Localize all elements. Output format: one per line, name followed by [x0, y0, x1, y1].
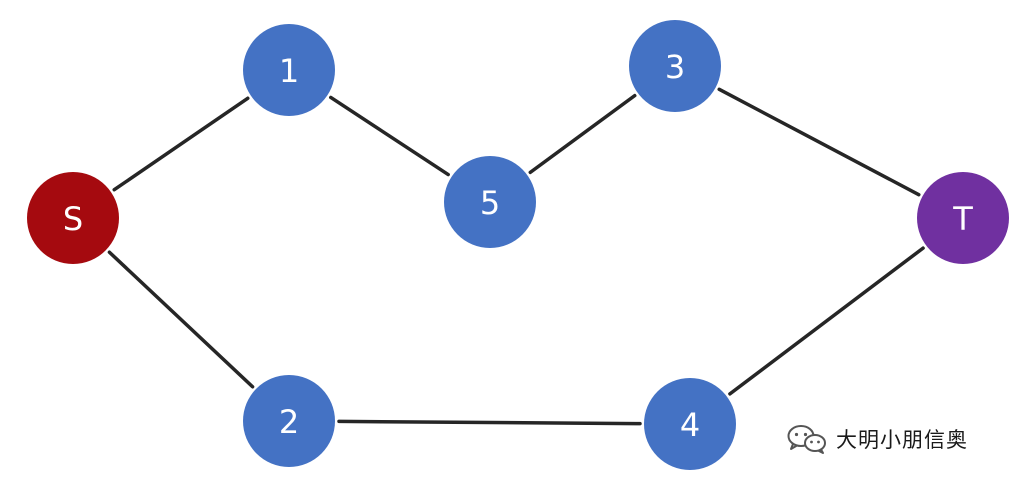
nodes-layer: S 1 5 3T 2 4: [27, 20, 1009, 470]
node-label-1: 1: [279, 52, 299, 90]
node-label-T: T: [952, 200, 973, 238]
node-circle-2: [243, 375, 335, 467]
node-3: 3: [629, 20, 721, 112]
node-circle-1: [243, 24, 335, 116]
node-circle-S: [27, 172, 119, 264]
watermark-text: 大明小朋信奥: [836, 428, 968, 452]
node-label-3: 3: [665, 48, 685, 86]
watermark: 大明小朋信奥: [786, 421, 968, 457]
edge-5-3: [528, 93, 637, 175]
node-circle-5: [444, 156, 536, 248]
node-1: 1: [243, 24, 335, 116]
node-label-4: 4: [680, 406, 700, 444]
node-S: S: [27, 172, 119, 264]
node-circle-T: [917, 172, 1009, 264]
edge-S-2: [107, 250, 255, 389]
node-2: 2: [243, 375, 335, 467]
edge-3-T: [717, 87, 921, 197]
edge-4-T: [728, 246, 925, 396]
node-T: T: [917, 172, 1009, 264]
wechat-icon: [787, 425, 826, 454]
node-label-2: 2: [279, 403, 299, 441]
node-5: 5: [444, 156, 536, 248]
edge-2-4: [337, 419, 642, 426]
node-circle-4: [644, 378, 736, 470]
edges-layer: [107, 87, 925, 426]
node-circle-3: [629, 20, 721, 112]
node-label-S: S: [63, 200, 83, 238]
edge-1-5: [329, 95, 450, 177]
edge-S-1: [112, 96, 250, 192]
node-label-5: 5: [480, 184, 500, 222]
node-4: 4: [644, 378, 736, 470]
